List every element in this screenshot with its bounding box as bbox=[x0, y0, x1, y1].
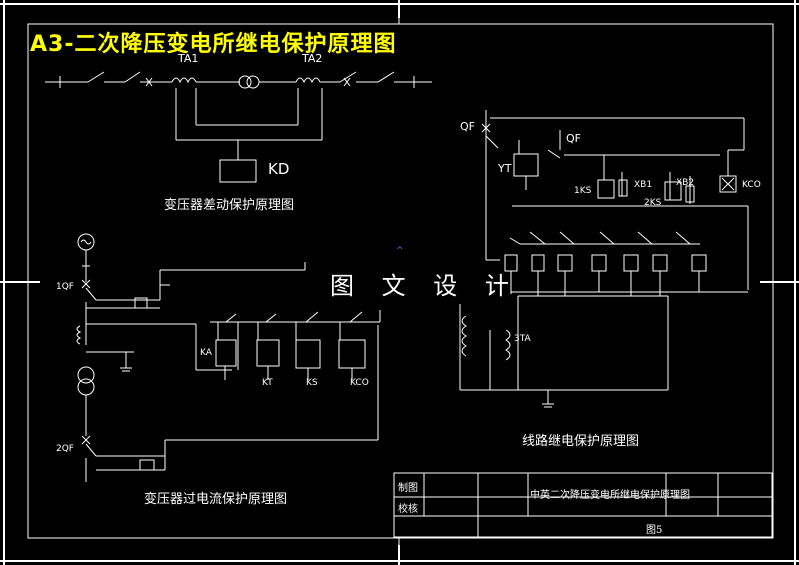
caption-line: 线路继电保护原理图 bbox=[522, 434, 640, 449]
label-kt: KT bbox=[262, 378, 273, 388]
label-ks: KS bbox=[306, 378, 318, 388]
label-xb1: XB1 bbox=[634, 180, 653, 190]
overcurrent-circuit bbox=[76, 233, 381, 482]
title-block bbox=[393, 472, 773, 538]
label-1qf: 1QF bbox=[56, 282, 74, 292]
cursor-marker: ^ bbox=[396, 246, 404, 256]
differential-circuit bbox=[45, 71, 432, 183]
label-kco-line: KCO bbox=[742, 180, 761, 190]
label-yt: YT bbox=[498, 162, 512, 175]
label-qf-top: QF bbox=[460, 120, 475, 133]
label-2ks: 2KS bbox=[644, 198, 662, 208]
label-ta2: TA2 bbox=[302, 52, 323, 65]
caption-overcurrent: 变压器过电流保护原理图 bbox=[144, 492, 288, 507]
label-1ks: 1KS bbox=[574, 186, 592, 196]
label-xb2: XB2 bbox=[676, 178, 695, 188]
tb-sheet: 图5 bbox=[646, 525, 663, 536]
caption-differential: 变压器差动保护原理图 bbox=[164, 198, 295, 213]
drawing-title: A3-二次降压变电所继电保护原理图 bbox=[30, 32, 397, 57]
label-2qf: 2QF bbox=[56, 444, 74, 454]
line-protection-circuit bbox=[459, 110, 749, 408]
label-ka: KA bbox=[200, 348, 212, 358]
label-kd: KD bbox=[268, 160, 290, 178]
tb-drawing-title: 中英二次降压变电所继电保护原理图 bbox=[530, 490, 690, 501]
tb-label-drawn: 制图 bbox=[398, 483, 418, 494]
watermark: 图 文 设 计 bbox=[330, 272, 519, 300]
label-qf-right: QF bbox=[566, 132, 581, 145]
label-ta1: TA1 bbox=[178, 52, 199, 65]
label-kco-oc: KCO bbox=[350, 378, 369, 388]
label-3ta: 3TA bbox=[514, 334, 531, 344]
tb-label-checked: 校核 bbox=[398, 504, 418, 515]
